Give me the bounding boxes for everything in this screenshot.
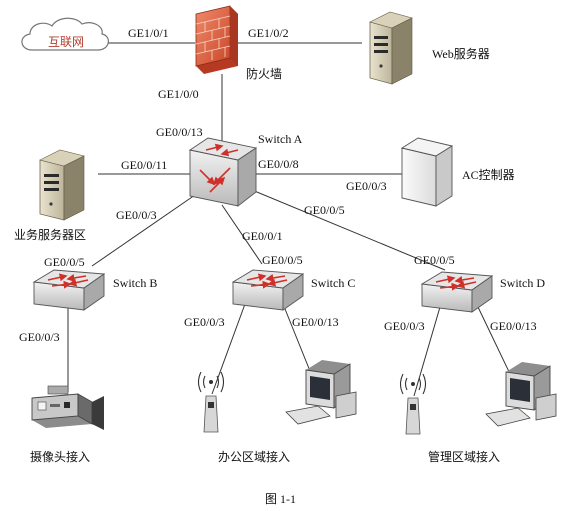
switch-c-label: Switch C	[311, 276, 355, 290]
switch-d-label: Switch D	[500, 276, 545, 290]
office-access-label: 办公区域接入	[218, 449, 290, 464]
port-b-up: GE0/0/5	[44, 255, 85, 269]
ac-controller-label: AC控制器	[462, 168, 515, 182]
switch-d-icon	[420, 271, 494, 313]
port-d-up: GE0/0/5	[414, 253, 455, 267]
link-switch-c-ap	[211, 303, 246, 395]
port-a-to-d: GE0/0/5	[304, 203, 345, 217]
switch-a-icon	[188, 137, 258, 207]
port-a-to-b: GE0/0/3	[116, 208, 157, 222]
port-fw-internet: GE1/0/1	[128, 26, 169, 40]
link-switch-a-switch-c	[221, 204, 263, 265]
link-switch-c-pc	[282, 303, 313, 377]
web-server-icon	[369, 11, 413, 85]
pc-d-icon	[485, 362, 557, 427]
port-a-business: GE0/0/11	[121, 158, 167, 172]
internet-cloud-icon	[21, 17, 109, 51]
business-server-label: 业务服务器区	[14, 227, 86, 242]
links	[67, 42, 513, 397]
switch-c-icon	[231, 269, 305, 311]
link-switch-a-switch-b	[91, 194, 196, 267]
port-a-up: GE0/0/13	[156, 125, 203, 139]
port-c-up: GE0/0/5	[262, 253, 303, 267]
figure-caption: 图 1-1	[265, 492, 296, 506]
port-labels: GE1/0/1 GE1/0/2 GE1/0/0 GE0/0/13 GE0/0/1…	[19, 26, 537, 344]
mgmt-access-label: 管理区域接入	[428, 449, 500, 464]
web-server-label: Web服务器	[432, 46, 490, 61]
link-switch-a-switch-d	[251, 189, 446, 271]
port-c-pc: GE0/0/13	[292, 315, 339, 329]
wireless-ap-c-icon	[197, 371, 225, 433]
port-fw-down: GE1/0/0	[158, 87, 199, 101]
switch-b-icon	[32, 269, 106, 311]
link-switch-d-pc	[477, 306, 513, 379]
wireless-ap-d-icon	[399, 373, 427, 435]
switch-b-label: Switch B	[113, 276, 157, 290]
ac-controller-icon	[400, 137, 454, 207]
port-ac: GE0/0/3	[346, 179, 387, 193]
port-fw-web: GE1/0/2	[248, 26, 289, 40]
internet-label: 互联网	[48, 35, 84, 49]
firewall-icon	[195, 5, 238, 74]
port-a-to-c: GE0/0/1	[242, 229, 283, 243]
port-c-ap: GE0/0/3	[184, 315, 225, 329]
firewall-label: 防火墙	[246, 66, 282, 81]
business-server-icon	[39, 149, 85, 221]
port-b-down: GE0/0/3	[19, 330, 60, 344]
port-d-ap: GE0/0/3	[384, 319, 425, 333]
port-d-pc: GE0/0/13	[490, 319, 537, 333]
camera-icon	[31, 385, 104, 430]
pc-c-icon	[285, 360, 357, 425]
switch-a-label: Switch A	[258, 132, 303, 146]
port-a-ac: GE0/0/8	[258, 157, 299, 171]
link-switch-d-ap	[413, 306, 441, 397]
camera-access-label: 摄像头接入	[30, 449, 90, 464]
